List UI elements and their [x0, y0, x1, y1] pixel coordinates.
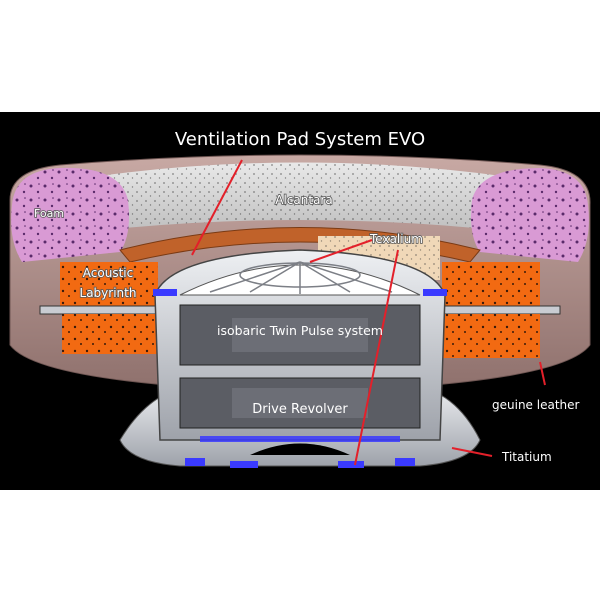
label-leather: geuine leather: [492, 398, 580, 412]
acoustic-labyrinth-left-plate: [39, 305, 161, 315]
label-acoustic-line1: Acoustic: [83, 266, 133, 280]
acoustic-labyrinth-right-lower: [442, 314, 540, 358]
label-ventilation: Ventilation Pad System EVO: [175, 129, 425, 150]
blue-gaskets: [153, 289, 447, 468]
label-foam: Foam: [34, 207, 64, 220]
foam-pad-right-texture: [471, 168, 589, 262]
leader-texalium-1: [309, 239, 373, 263]
label-acoustic-line2: Labyrinth: [80, 286, 137, 300]
acoustic-labyrinth-right-plate: [439, 305, 561, 315]
grille-spokes: [209, 261, 393, 294]
acoustic-labyrinth-right-upper: [442, 262, 540, 306]
acoustic-labyrinth-left-upper: [60, 262, 158, 306]
leader-ventilation: [191, 159, 243, 256]
label-isobaric: isobaric Twin Pulse system: [217, 323, 383, 338]
label-drive-revolver: Drive Revolver: [252, 402, 348, 417]
titanium-base-slot: [250, 443, 350, 455]
frame-top: [0, 0, 600, 112]
isobaric-inner: [232, 318, 368, 352]
drive-revolver-inner: [232, 388, 368, 418]
acoustic-labyrinth-left-lower: [62, 314, 158, 354]
label-texalium: Texalium: [369, 232, 423, 246]
leader-leather: [539, 361, 546, 386]
alcantara-texture: [40, 162, 560, 235]
leader-titanium: [451, 447, 493, 457]
label-alcantara: Alcantara: [275, 193, 332, 207]
label-titanium: Titatium: [501, 450, 552, 464]
leader-texalium-2: [354, 249, 399, 466]
frame-bottom: [0, 490, 600, 600]
foam-pad-left-texture: [11, 167, 129, 262]
